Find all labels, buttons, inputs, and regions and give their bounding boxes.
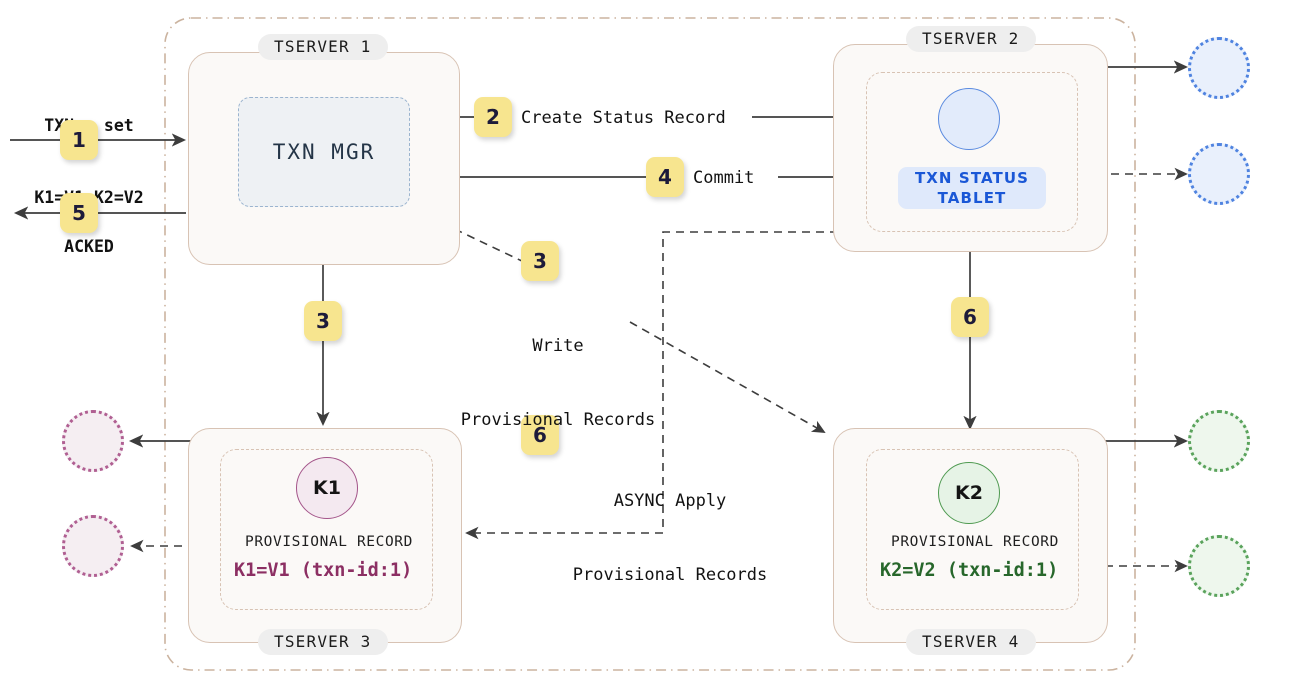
- txn-mgr-box[interactable]: TXN MGR: [238, 97, 410, 207]
- label-write-provisional: Write Provisional Records: [453, 285, 663, 482]
- replica-green-top: [1188, 410, 1250, 472]
- key-circle-k2[interactable]: K2: [938, 462, 1000, 524]
- cluster-boundary: [164, 17, 1136, 671]
- txn-status-tablet-line1: TXN STATUS: [914, 168, 1030, 187]
- step-badge-4[interactable]: 4: [646, 157, 684, 197]
- tserver-3-label: TSERVER 3: [258, 629, 388, 655]
- label-async-apply-line1: ASYNC Apply: [613, 491, 727, 512]
- replica-blue-top: [1188, 37, 1250, 99]
- txn-status-tablet[interactable]: TXN STATUS TABLET: [898, 167, 1046, 209]
- tserver-4-record-title: PROVISIONAL RECORD: [891, 534, 1059, 550]
- replica-green-bottom: [1188, 535, 1250, 597]
- step-badge-3-write[interactable]: 3: [521, 241, 559, 281]
- step-badge-5[interactable]: 5: [60, 193, 98, 233]
- tserver-4-label: TSERVER 4: [906, 629, 1036, 655]
- acked-label: ACKED: [64, 237, 114, 256]
- label-commit: Commit: [693, 168, 755, 188]
- txn-status-circle[interactable]: [938, 88, 1000, 150]
- tserver-2-tablet-region: [866, 72, 1078, 232]
- step-badge-3-down[interactable]: 3: [304, 301, 342, 341]
- arrow-step3-write-tail: [629, 321, 826, 433]
- tserver-1-label: TSERVER 1: [258, 34, 388, 60]
- replica-pink-top: [62, 410, 124, 472]
- tserver-3-tablet-region: [220, 449, 433, 610]
- tserver-4-tablet-region: [866, 449, 1079, 610]
- key-circle-k1[interactable]: K1: [296, 457, 358, 519]
- txn-status-tablet-line2: TABLET: [937, 189, 1007, 207]
- label-write-provisional-line1: Write: [532, 336, 584, 357]
- replica-pink-bottom: [62, 515, 124, 577]
- tserver-3-record-title: PROVISIONAL RECORD: [245, 534, 413, 550]
- tserver-2-label: TSERVER 2: [906, 26, 1036, 52]
- tserver-3-record-value: K1=V1 (txn-id:1): [234, 560, 413, 581]
- step-badge-2[interactable]: 2: [474, 97, 512, 137]
- label-write-provisional-line2: Provisional Records: [460, 410, 656, 431]
- label-async-apply: ASYNC Apply Provisional Records: [570, 440, 770, 637]
- step-badge-6-down[interactable]: 6: [951, 297, 989, 337]
- replica-blue-bottom: [1188, 143, 1250, 205]
- label-create-status-record: Create Status Record: [521, 108, 726, 128]
- label-async-apply-line2: Provisional Records: [572, 565, 768, 586]
- step-badge-1[interactable]: 1: [60, 120, 98, 160]
- step-badge-6-async[interactable]: 6: [521, 415, 559, 455]
- arrow-step6-async: [465, 231, 866, 540]
- wire-ts2-replica-dashed: [999, 131, 1188, 181]
- tserver-4-record-value: K2=V2 (txn-id:1): [880, 560, 1059, 581]
